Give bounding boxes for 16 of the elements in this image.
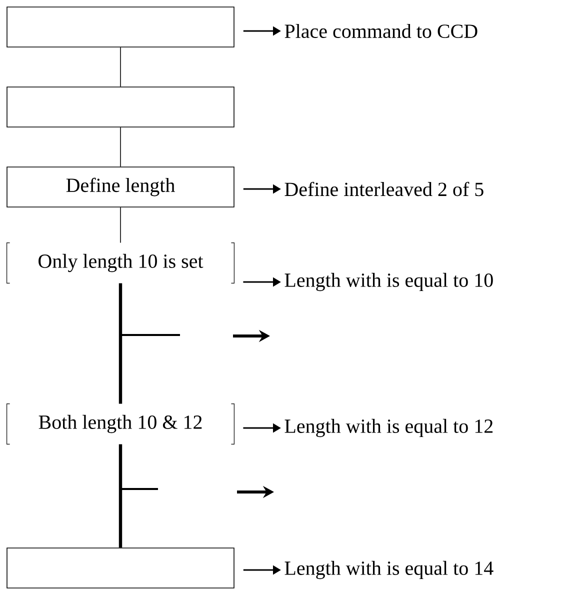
bracket-box: Both length 10 & 12 <box>6 404 234 444</box>
connector <box>118 283 122 404</box>
process-box <box>6 6 234 48</box>
step-text: Define interleaved 2 of 5 <box>284 182 484 196</box>
connector <box>120 47 121 87</box>
connector <box>118 444 122 548</box>
step-text: Place command to CCD <box>284 24 478 38</box>
bracket-box: Only length 10 is set <box>6 242 234 284</box>
step-text: Length with is equal to 14 <box>284 560 494 580</box>
connector <box>120 207 121 244</box>
step-text: Length with is equal to 12 <box>284 418 493 438</box>
process-box: Define length <box>6 166 234 208</box>
process-box <box>6 548 234 588</box>
step-text: Length with is equal to 10 <box>284 272 493 292</box>
connector <box>120 127 121 167</box>
process-box <box>6 86 234 128</box>
